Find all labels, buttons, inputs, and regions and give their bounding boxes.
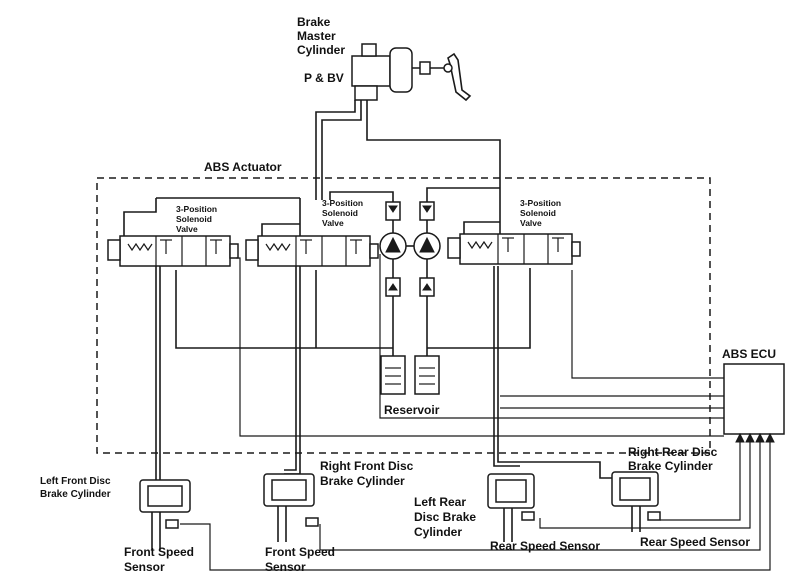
- label-pbv: P & BV: [304, 71, 344, 85]
- reservoir-right: [414, 355, 440, 395]
- master-cylinder-lines: [315, 100, 501, 200]
- check-valve-top-left: [385, 201, 401, 221]
- wheel-brake-lines: [155, 266, 620, 480]
- check-valve-bottom-left: [385, 277, 401, 297]
- abs-actuator-boundary: [96, 177, 711, 454]
- solenoid-valve-right: [447, 198, 581, 265]
- pump-lines: [329, 187, 500, 356]
- label-left-rear-disc: Left Rear Disc Brake Cylinder: [414, 495, 479, 539]
- check-valve-bottom-right: [419, 277, 435, 297]
- label-right-rear-disc: Right Rear Disc Brake Cylinder: [628, 445, 721, 473]
- pump-left: [379, 232, 407, 260]
- label-solenoid-valve-middle: 3-Position Solenoid Valve: [322, 198, 365, 228]
- label-right-front-disc: Right Front Disc Brake Cylinder: [320, 459, 417, 488]
- ecu-wiring: [180, 254, 771, 571]
- abs-ecu-box: [723, 363, 785, 435]
- right-rear-disc-brake-cylinder: [611, 471, 661, 532]
- label-brake-master-cylinder: Brake Master Cylinder: [297, 15, 345, 57]
- label-solenoid-valve-left: 3-Position Solenoid Valve: [176, 204, 219, 234]
- brake-master-cylinder: [351, 43, 472, 102]
- label-abs-actuator: ABS Actuator: [204, 160, 282, 174]
- solenoid-valve-middle: [245, 198, 379, 267]
- reservoir-left: [380, 355, 406, 395]
- left-rear-disc-brake-cylinder: [487, 473, 535, 542]
- pbv-valve: [354, 85, 378, 101]
- label-reservoir: Reservoir: [384, 403, 440, 417]
- label-front-speed-sensor-right: Front Speed Sensor: [265, 545, 338, 574]
- return-line: [175, 268, 531, 349]
- label-abs-ecu: ABS ECU: [722, 347, 776, 361]
- label-solenoid-valve-right: 3-Position Solenoid Valve: [520, 198, 563, 228]
- label-rear-speed-sensor-right: Rear Speed Sensor: [640, 535, 750, 549]
- check-valve-top-right: [419, 201, 435, 221]
- label-left-front-disc: Left Front Disc Brake Cylinder: [40, 476, 113, 500]
- right-front-disc-brake-cylinder: [263, 473, 319, 542]
- solenoid-valve-left: [107, 197, 300, 267]
- label-rear-speed-sensor-left: Rear Speed Sensor: [490, 539, 600, 553]
- left-front-disc-brake-cylinder: [139, 479, 191, 550]
- pump-right: [413, 232, 441, 260]
- label-front-speed-sensor-left: Front Speed Sensor: [124, 545, 197, 574]
- ecu-wire-arrows: [735, 432, 775, 443]
